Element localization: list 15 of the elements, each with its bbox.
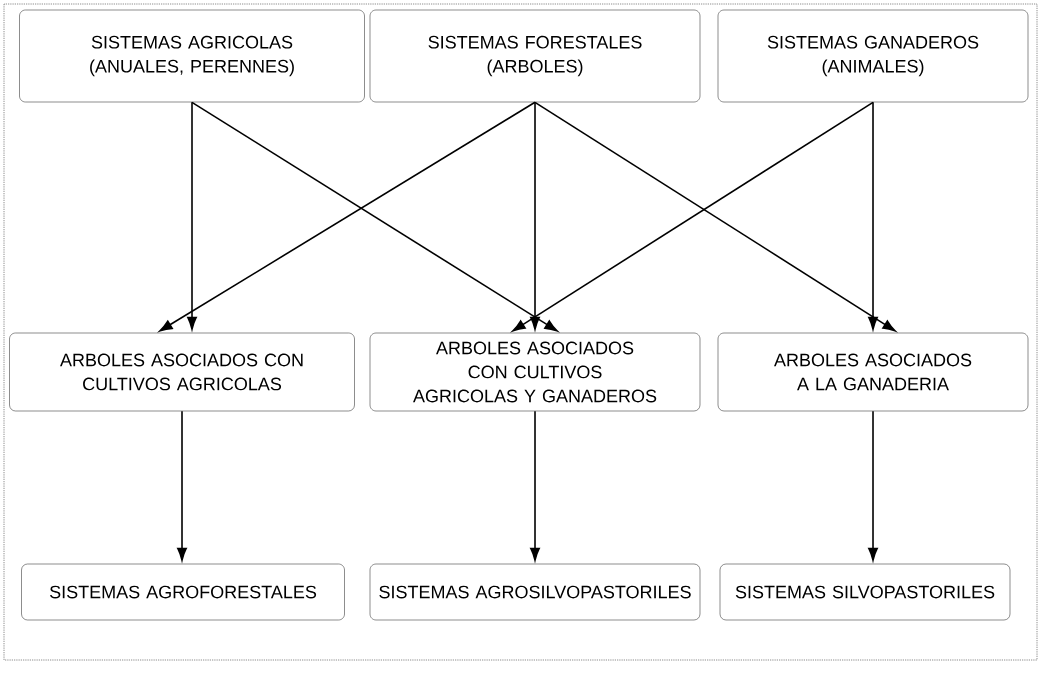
label-box: SISTEMAS GANADEROS (ANIMALES) <box>717 9 1029 103</box>
label-box: ARBOLES ASOCIADOS CON CULTIVOS AGRICOLAS <box>9 332 355 412</box>
arrow <box>187 101 197 330</box>
arrow <box>868 410 878 561</box>
arrow <box>177 410 187 561</box>
label-box: SISTEMAS SILVOPASTORILES <box>719 563 1011 621</box>
label-box: SISTEMAS AGROFORESTALES <box>21 563 345 621</box>
arrow <box>868 101 878 330</box>
label-box: SISTEMAS AGROSILVOPASTORILES <box>369 563 701 621</box>
arrow <box>530 101 540 330</box>
label-box: SISTEMAS AGRICOLAS (ANUALES, PERENNES) <box>19 9 365 103</box>
label-box: ARBOLES ASOCIADOS A LA GANADERIA <box>717 332 1029 412</box>
arrow <box>530 410 540 561</box>
label-box: SISTEMAS FORESTALES (ARBOLES) <box>369 9 701 103</box>
label-box: ARBOLES ASOCIADOS CON CULTIVOS AGRICOLAS Y GANADEROS <box>369 332 701 412</box>
